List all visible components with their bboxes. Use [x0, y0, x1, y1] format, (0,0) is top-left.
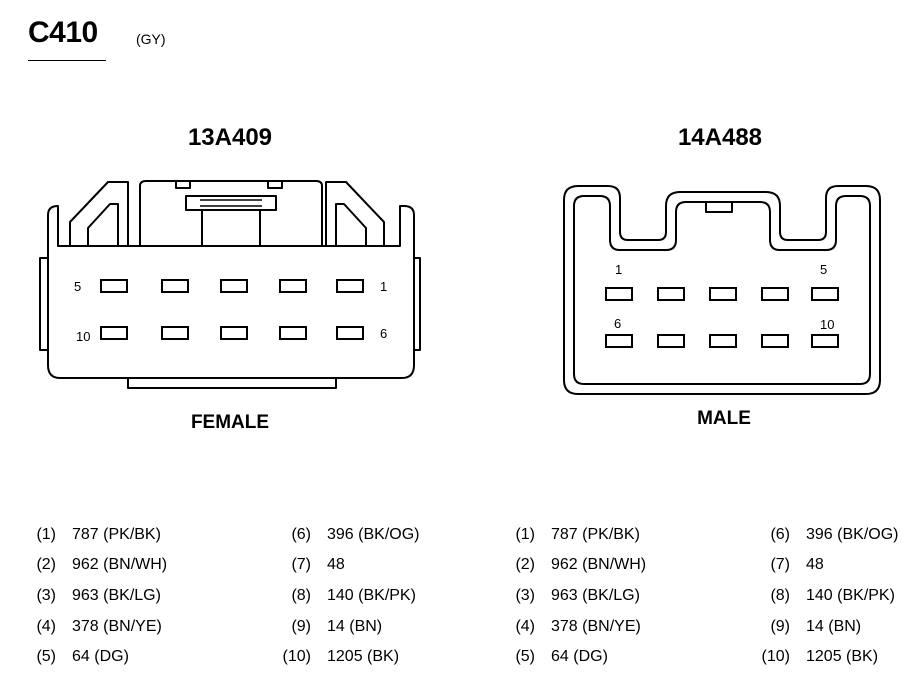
male-connector-face	[563, 185, 881, 395]
male-pin-label-6: 6	[614, 316, 621, 331]
pinout-row: (3)963 (BK/LG)	[36, 587, 161, 604]
pinout-row: (9)14 (BN)	[291, 618, 383, 635]
pinout-row: (10)1205 (BK)	[761, 648, 879, 665]
male-pin-label-1: 1	[615, 262, 622, 277]
pinout-row: (8)140 (BK/PK)	[291, 587, 416, 604]
pinout-row: (5)64 (DG)	[36, 648, 129, 665]
terminal-9	[761, 334, 789, 348]
terminal-1	[336, 279, 364, 293]
terminal-10	[100, 326, 128, 340]
female-pin-label-10: 10	[76, 329, 90, 344]
pinout-row: (6)396 (BK/OG)	[291, 526, 420, 543]
connector-id: C410	[28, 16, 98, 49]
female-right-ear	[414, 257, 421, 351]
female-lock-tab	[185, 195, 277, 211]
pinout-row: (8)140 (BK/PK)	[770, 587, 895, 604]
female-gender-label: FEMALE	[190, 412, 270, 433]
pinout-row: (4)378 (BN/YE)	[36, 618, 162, 635]
female-left-ear	[39, 257, 48, 351]
terminal-6	[336, 326, 364, 340]
female-pin-label-1: 1	[380, 279, 387, 294]
female-lock-bridge	[139, 180, 323, 246]
pinout-row: (10)1205 (BK)	[282, 648, 400, 665]
male-gender-label: MALE	[697, 408, 751, 429]
terminal-5	[100, 279, 128, 293]
title-underline	[28, 60, 106, 61]
pinout-row: (7)48	[291, 556, 345, 573]
terminal-8	[709, 334, 737, 348]
pinout-row: (2)962 (BN/WH)	[515, 556, 647, 573]
female-housing-outline	[47, 205, 415, 379]
terminal-7	[279, 326, 307, 340]
male-pin-label-5: 5	[820, 262, 827, 277]
male-housing-inner	[573, 195, 871, 385]
female-bottom-tab	[127, 378, 337, 389]
pinout-row: (1)787 (PK/BK)	[36, 526, 161, 543]
terminal-9	[161, 326, 189, 340]
male-terminals	[605, 287, 839, 348]
terminal-8	[220, 326, 248, 340]
pinout-row: (7)48	[770, 556, 824, 573]
pinout-row: (1)787 (PK/BK)	[515, 526, 640, 543]
terminal-2	[279, 279, 307, 293]
male-key-notch	[705, 201, 733, 213]
terminal-5	[811, 287, 839, 301]
pinout-row: (5)64 (DG)	[515, 648, 608, 665]
pinout-row: (4)378 (BN/YE)	[515, 618, 641, 635]
terminal-1	[605, 287, 633, 301]
female-connector-face	[39, 180, 421, 389]
pinout-row: (9)14 (BN)	[770, 618, 862, 635]
terminal-3	[220, 279, 248, 293]
female-part-number: 13A409	[187, 124, 273, 151]
terminal-10	[811, 334, 839, 348]
male-housing-outer	[563, 185, 881, 395]
terminal-3	[709, 287, 737, 301]
terminal-4	[761, 287, 789, 301]
pinout-row: (3)963 (BK/LG)	[515, 587, 640, 604]
female-pin-label-5: 5	[74, 279, 81, 294]
terminal-7	[657, 334, 685, 348]
terminal-6	[605, 334, 633, 348]
pinout-row: (2)962 (BN/WH)	[36, 556, 168, 573]
terminal-4	[161, 279, 189, 293]
female-right-latch	[325, 181, 385, 246]
male-pin-label-10: 10	[820, 317, 834, 332]
female-terminals	[100, 279, 364, 340]
pinout-row: (6)396 (BK/OG)	[770, 526, 899, 543]
female-pin-label-6: 6	[380, 326, 387, 341]
female-left-latch	[69, 181, 129, 246]
connector-color-code: (GY)	[136, 31, 166, 47]
terminal-2	[657, 287, 685, 301]
male-part-number: 14A488	[677, 124, 763, 151]
